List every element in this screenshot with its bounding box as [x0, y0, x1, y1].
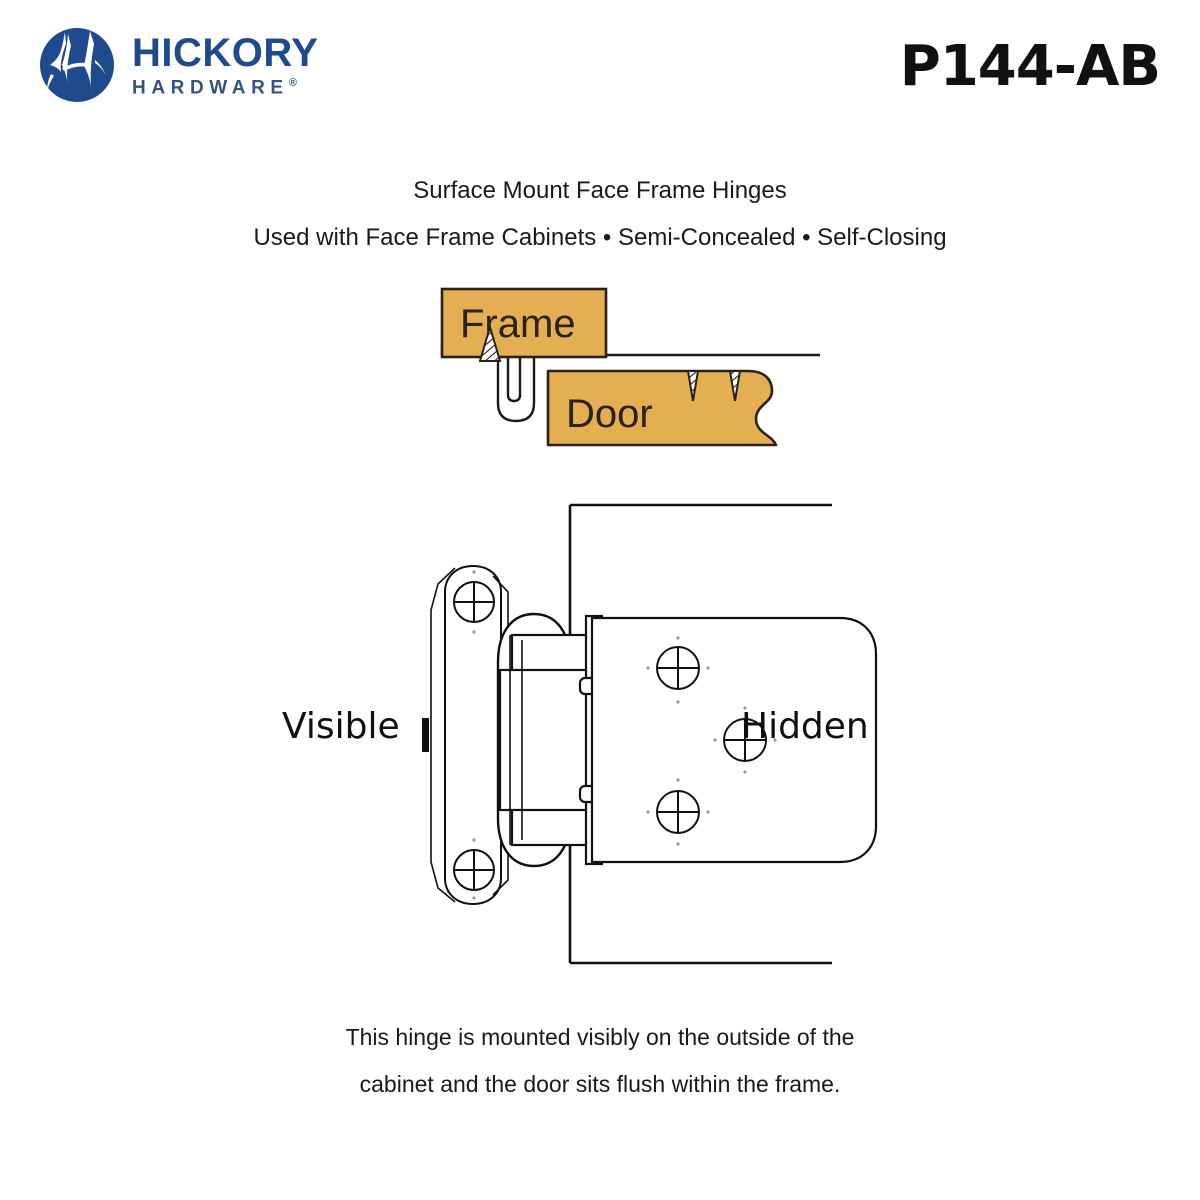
center-mark-dots — [472, 570, 777, 900]
description-line-2: Used with Face Frame Cabinets • Semi-Con… — [253, 224, 947, 251]
visible-side-label: Visible — [282, 706, 400, 747]
product-description: Surface Mount Face Frame Hinges Used wit… — [0, 176, 1200, 253]
brand-lockup: HICKORY HARDWARE® — [38, 26, 318, 104]
frame-label: Frame — [460, 302, 576, 346]
wrap-around-hinge-profile-icon — [440, 343, 900, 423]
frame-door-cross-section-diagram: Frame Door — [400, 275, 900, 465]
frame-block: Frame — [440, 287, 608, 359]
door-block: Door — [546, 369, 778, 447]
brand-wordmark: HICKORY HARDWARE® — [132, 33, 318, 97]
hickory-cracked-circle-logo-icon — [38, 26, 116, 104]
hinge-technical-drawing — [250, 480, 950, 1000]
door-screw-icons — [686, 370, 742, 402]
hidden-side-label: Hidden — [741, 706, 869, 747]
brand-name-sub: HARDWARE® — [132, 76, 297, 99]
part-number: P144-AB — [899, 34, 1161, 99]
frame-screw-icon — [478, 323, 502, 362]
door-label: Door — [566, 392, 653, 436]
description-line-1: Surface Mount Face Frame Hinges — [413, 177, 787, 204]
registered-trademark-icon: ® — [288, 76, 297, 89]
crosshair-screw-hole-icon — [656, 646, 767, 834]
page-header: HICKORY HARDWARE® P144-AB — [0, 0, 1200, 120]
caption-line-2: cabinet and the door sits flush within t… — [359, 1071, 841, 1097]
brand-name-main: HICKORY — [132, 30, 319, 75]
footer-caption: This hinge is mounted visibly on the out… — [0, 1026, 1200, 1096]
crosshair-screw-hole-icon — [453, 581, 495, 891]
caption-line-1: This hinge is mounted visibly on the out… — [345, 1024, 855, 1050]
